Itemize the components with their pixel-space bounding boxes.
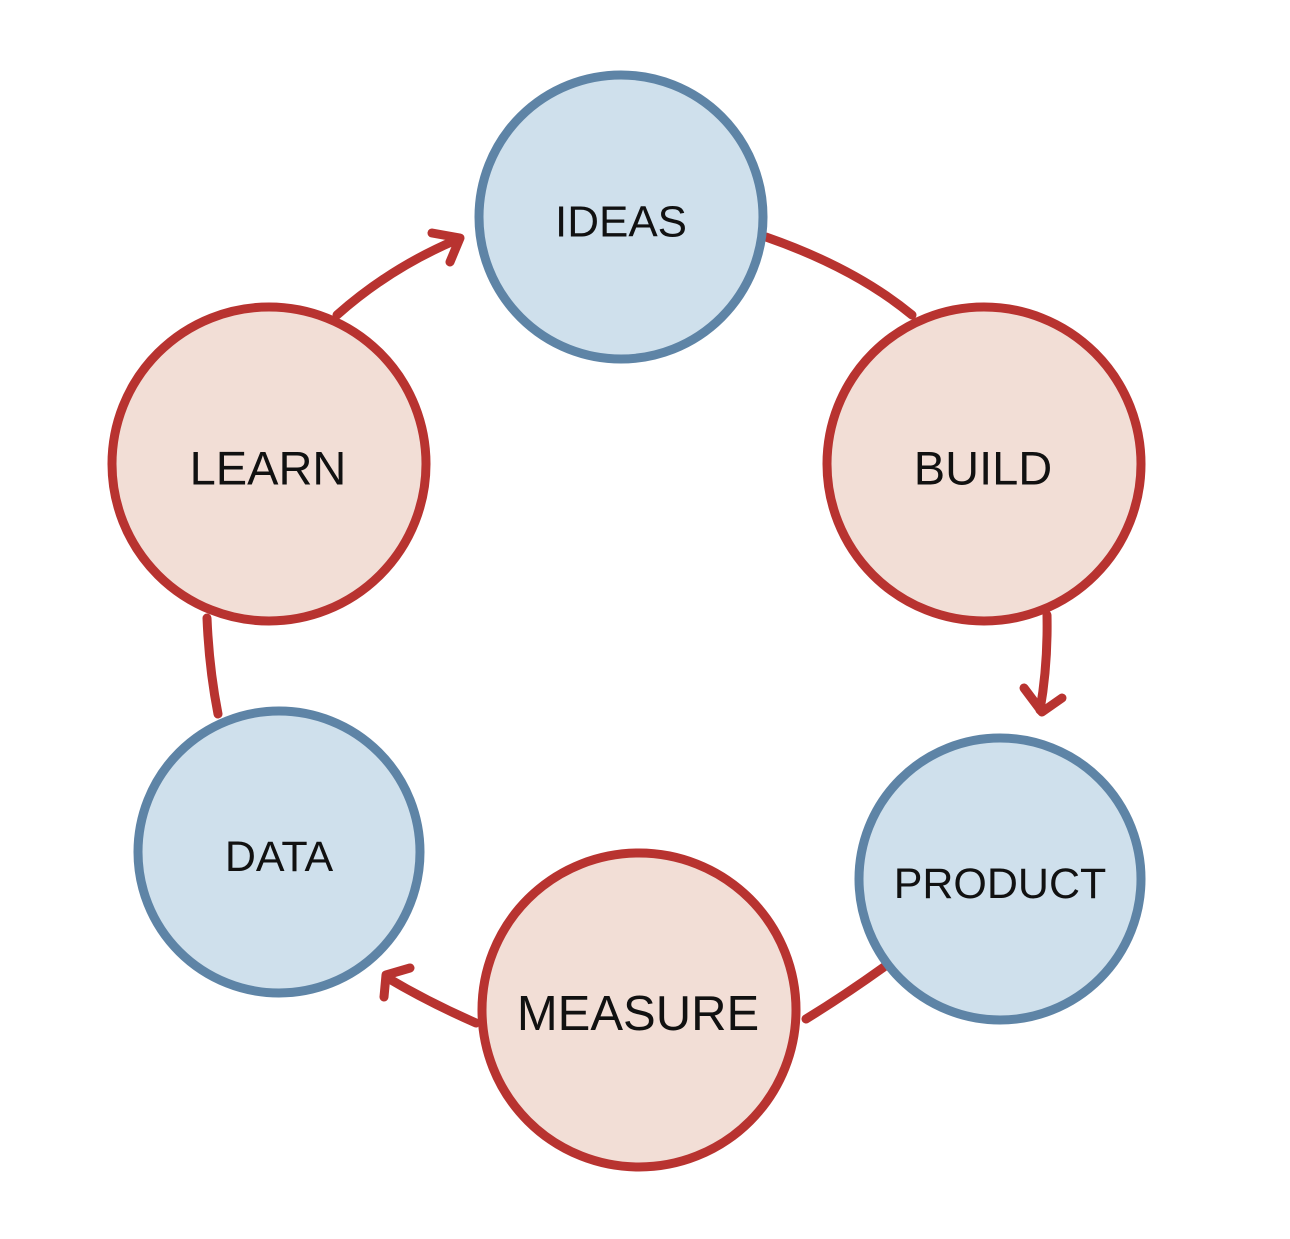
- node-build-label: BUILD: [914, 442, 1052, 495]
- arrowhead-measure-data: [379, 963, 415, 1002]
- connector-ideas-build: [761, 232, 917, 320]
- node-data-circle: [138, 711, 420, 993]
- node-ideas-label: IDEAS: [555, 198, 687, 247]
- arrowhead-build-product: [1019, 683, 1067, 717]
- node-product-circle: [859, 738, 1141, 1020]
- node-data-label: DATA: [225, 833, 334, 881]
- node-build: BUILD: [822, 302, 1146, 626]
- connector-data-learn: [202, 613, 223, 719]
- connectors: [202, 228, 1067, 1028]
- connector-measure-data: [381, 972, 481, 1028]
- node-learn-circle: [112, 307, 426, 621]
- node-build-outline: [822, 302, 1146, 626]
- node-measure-circle: [482, 853, 796, 1167]
- node-measure-outline: [477, 848, 801, 1172]
- node-ideas: IDEAS: [474, 70, 768, 364]
- node-learn: LEARN: [107, 302, 431, 626]
- connector-learn-ideas: [332, 235, 461, 320]
- node-data-outline: [133, 706, 425, 998]
- node-ideas-circle: [479, 75, 763, 359]
- connector-product-measure: [801, 962, 889, 1024]
- node-product-outline: [854, 733, 1146, 1025]
- node-data: DATA: [133, 706, 425, 998]
- node-measure: MEASURE: [477, 848, 801, 1172]
- node-product-label: PRODUCT: [894, 860, 1107, 908]
- node-learn-outline: [107, 302, 431, 626]
- node-product: PRODUCT: [854, 733, 1146, 1025]
- arrowhead-learn-ideas: [427, 228, 465, 267]
- node-ideas-outline: [474, 70, 768, 364]
- node-build-circle: [827, 307, 1141, 621]
- node-measure-label: MEASURE: [517, 987, 759, 1041]
- connector-build-product: [1035, 610, 1052, 715]
- node-learn-label: LEARN: [190, 442, 347, 495]
